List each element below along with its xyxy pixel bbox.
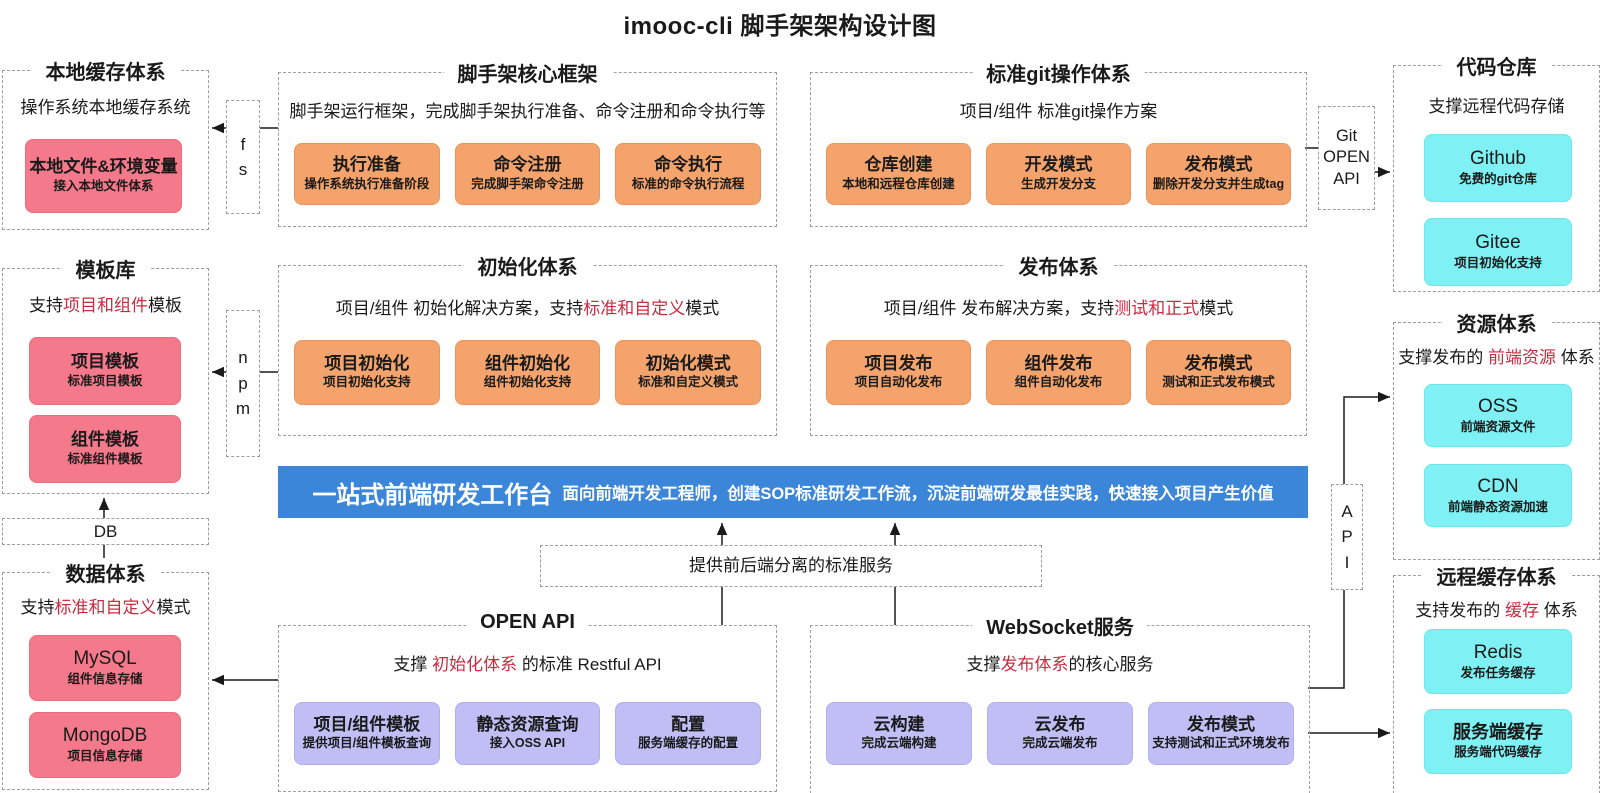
connector-fs-letter: f — [240, 134, 246, 154]
open-api-cards: 项目/组件模板 提供项目/组件模板查询 静态资源查询 接入OSS API 配置 … — [294, 702, 762, 765]
section-open-api: OPEN API 支撑 初始化体系 的标准 Restful API 项目/组件模… — [278, 611, 777, 792]
section-code-repo-desc: 支撑远程代码存储 — [1428, 97, 1565, 116]
card-project-publish: 项目发布 项目自动化发布 — [826, 340, 971, 405]
section-core-framework: 脚手架核心框架 脚手架运行框架，完成脚手架执行准备、命令注册和命令执行等 执行准… — [278, 58, 777, 227]
card-cloud-publish: 云发布 完成云端发布 — [987, 702, 1133, 765]
section-core-framework-title: 脚手架核心框架 — [443, 58, 612, 87]
connector-db: DB — [2, 518, 209, 545]
card-exec-prepare: 执行准备 操作系统执行准备阶段 — [294, 143, 440, 205]
connector-fs: f s — [226, 100, 260, 214]
card-command-register: 命令注册 完成脚手架命令注册 — [454, 143, 601, 205]
section-init-system: 初始化体系 项目/组件 初始化解决方案，支持标准和自定义模式 项目初始化 项目初… — [278, 251, 777, 436]
section-init-system-title: 初始化体系 — [463, 251, 592, 280]
workbench-banner-title: 一站式前端研发工作台 — [312, 481, 553, 509]
page-title: imooc-cli 脚手架架构设计图 — [623, 13, 937, 40]
section-remote-cache-desc: 支持发布的 缓存 体系 — [1415, 601, 1578, 620]
connector-npm-letter: p — [238, 373, 248, 393]
card-init-mode: 初始化模式 标准和自定义模式 — [615, 340, 762, 405]
section-open-api-title: OPEN API — [466, 611, 589, 634]
connector-bridge-services: 提供前后端分离的标准服务 — [540, 545, 1042, 587]
section-data-system: 数据体系 支持标准和自定义模式 MySQL 组件信息存储 MongoDB 项目信… — [2, 558, 209, 790]
section-local-cache: 本地缓存体系 操作系统本地缓存系统 本地文件&环境变量 接入本地文件体系 — [2, 56, 209, 230]
section-code-repo-title: 代码仓库 — [1442, 51, 1551, 80]
section-git-system-title: 标准git操作体系 — [972, 58, 1145, 87]
card-gitee: Gitee 项目初始化支持 — [1424, 218, 1572, 286]
card-cloud-build: 云构建 完成云端构建 — [826, 702, 972, 765]
card-project-template: 项目模板 标准项目模板 — [29, 337, 181, 405]
section-code-repo: 代码仓库 支撑远程代码存储 Github 免费的git仓库 Gitee 项目初始… — [1393, 51, 1600, 292]
card-project-init: 项目初始化 项目初始化支持 — [294, 340, 440, 405]
card-config: 配置 服务端缓存的配置 — [615, 702, 762, 765]
card-publish-mode: 发布模式 测试和正式发布模式 — [1146, 340, 1291, 405]
card-oss: OSS 前端资源文件 — [1424, 384, 1572, 447]
section-data-system-desc: 支持标准和自定义模式 — [20, 598, 191, 617]
card-template-api: 项目/组件模板 提供项目/组件模板查询 — [294, 702, 440, 765]
section-resource-system-title: 资源体系 — [1442, 308, 1551, 337]
section-websocket: WebSocket服务 支撑发布体系的核心服务 云构建 完成云端构建 云发布 完… — [810, 611, 1310, 793]
card-component-template: 组件模板 标准组件模板 — [29, 415, 181, 483]
card-dev-mode: 开发模式 生成开发分支 — [986, 143, 1131, 205]
section-resource-system-desc: 支撑发布的 前端资源 体系 — [1398, 348, 1595, 367]
connector-bridge-label: 提供前后端分离的标准服务 — [689, 556, 893, 576]
connector-api-letter: A — [1341, 501, 1353, 521]
connector-fs-letter: s — [238, 160, 248, 179]
section-open-api-desc: 支撑 初始化体系 的标准 Restful API — [393, 655, 662, 674]
section-remote-cache: 远程缓存体系 支持发布的 缓存 体系 Redis 发布任务缓存 服务端缓存 服务… — [1393, 561, 1600, 793]
section-publish-system-desc: 项目/组件 发布解决方案，支持测试和正式模式 — [883, 299, 1234, 318]
card-server-cache: 服务端缓存 服务端代码缓存 — [1424, 709, 1572, 774]
card-publish-mode-ws: 发布模式 支持测试和正式环境发布 — [1148, 702, 1294, 765]
section-local-cache-desc: 操作系统本地缓存系统 — [20, 98, 191, 117]
card-mysql: MySQL 组件信息存储 — [29, 635, 181, 701]
connector-git-open-api-line: API — [1333, 169, 1360, 188]
workbench-banner: 一站式前端研发工作台 面向前端开发工程师，创建SOP标准研发工作流，沉淀前端研发… — [278, 466, 1308, 518]
connector-api-letter: P — [1341, 527, 1353, 547]
card-redis: Redis 发布任务缓存 — [1424, 629, 1572, 694]
section-publish-system-title: 发布体系 — [1004, 251, 1113, 280]
section-init-system-desc: 项目/组件 初始化解决方案，支持标准和自定义模式 — [335, 299, 720, 318]
connector-db-label: DB — [93, 521, 118, 541]
connector-git-open-api-line: Git — [1335, 126, 1358, 145]
section-websocket-title: WebSocket服务 — [972, 611, 1148, 640]
connector-api: A P I — [1331, 484, 1363, 590]
publish-system-cards: 项目发布 项目自动化发布 组件发布 组件自动化发布 发布模式 测试和正式发布模式 — [826, 340, 1291, 405]
section-local-cache-title: 本地缓存体系 — [31, 56, 180, 85]
init-system-cards: 项目初始化 项目初始化支持 组件初始化 组件初始化支持 初始化模式 标准和自定义… — [294, 340, 762, 405]
connector-npm: n p m — [226, 310, 260, 457]
section-publish-system: 发布体系 项目/组件 发布解决方案，支持测试和正式模式 项目发布 项目自动化发布… — [810, 251, 1307, 436]
card-github: Github 免费的git仓库 — [1424, 134, 1572, 202]
section-template-repo-title: 模板库 — [61, 254, 150, 283]
card-repo-create: 仓库创建 本地和远程仓库创建 — [826, 143, 971, 205]
section-remote-cache-title: 远程缓存体系 — [1422, 561, 1571, 590]
card-mongodb: MongoDB 项目信息存储 — [29, 712, 181, 778]
section-template-repo: 模板库 支持项目和组件模板 项目模板 标准项目模板 组件模板 标准组件模板 — [2, 254, 209, 494]
websocket-cards: 云构建 完成云端构建 云发布 完成云端发布 发布模式 支持测试和正式环境发布 — [826, 702, 1294, 765]
section-resource-system: 资源体系 支撑发布的 前端资源 体系 OSS 前端资源文件 CDN 前端静态资源… — [1393, 308, 1600, 560]
connector-git-open-api-line: OPEN — [1323, 148, 1370, 167]
card-static-resource-query: 静态资源查询 接入OSS API — [454, 702, 601, 765]
connector-npm-letter: m — [235, 399, 251, 419]
card-component-init: 组件初始化 组件初始化支持 — [454, 340, 601, 405]
connector-npm-letter: n — [238, 348, 248, 368]
section-git-system: 标准git操作体系 项目/组件 标准git操作方案 仓库创建 本地和远程仓库创建… — [810, 58, 1307, 227]
core-framework-cards: 执行准备 操作系统执行准备阶段 命令注册 完成脚手架命令注册 命令执行 标准的命… — [294, 143, 762, 205]
card-component-publish: 组件发布 组件自动化发布 — [986, 340, 1131, 405]
card-release-mode-git: 发布模式 删除开发分支并生成tag — [1146, 143, 1291, 205]
git-system-cards: 仓库创建 本地和远程仓库创建 开发模式 生成开发分支 发布模式 删除开发分支并生… — [826, 143, 1291, 205]
section-websocket-desc: 支撑发布体系的核心服务 — [966, 655, 1154, 674]
card-cdn: CDN 前端静态资源加速 — [1424, 464, 1572, 527]
section-core-framework-desc: 脚手架运行框架，完成脚手架执行准备、命令注册和命令执行等 — [289, 102, 766, 121]
connector-api-letter: I — [1344, 552, 1350, 572]
card-command-exec: 命令执行 标准的命令执行流程 — [615, 143, 762, 205]
connector-git-open-api: Git OPEN API — [1318, 106, 1375, 210]
workbench-banner-subtitle: 面向前端开发工程师，创建SOP标准研发工作流，沉淀前端研发最佳实践，快速接入项目… — [562, 485, 1274, 503]
section-data-system-title: 数据体系 — [51, 558, 160, 587]
card-local-files: 本地文件&环境变量 接入本地文件体系 — [25, 139, 182, 213]
section-git-system-desc: 项目/组件 标准git操作方案 — [959, 102, 1158, 121]
section-template-repo-desc: 支持项目和组件模板 — [29, 296, 182, 315]
